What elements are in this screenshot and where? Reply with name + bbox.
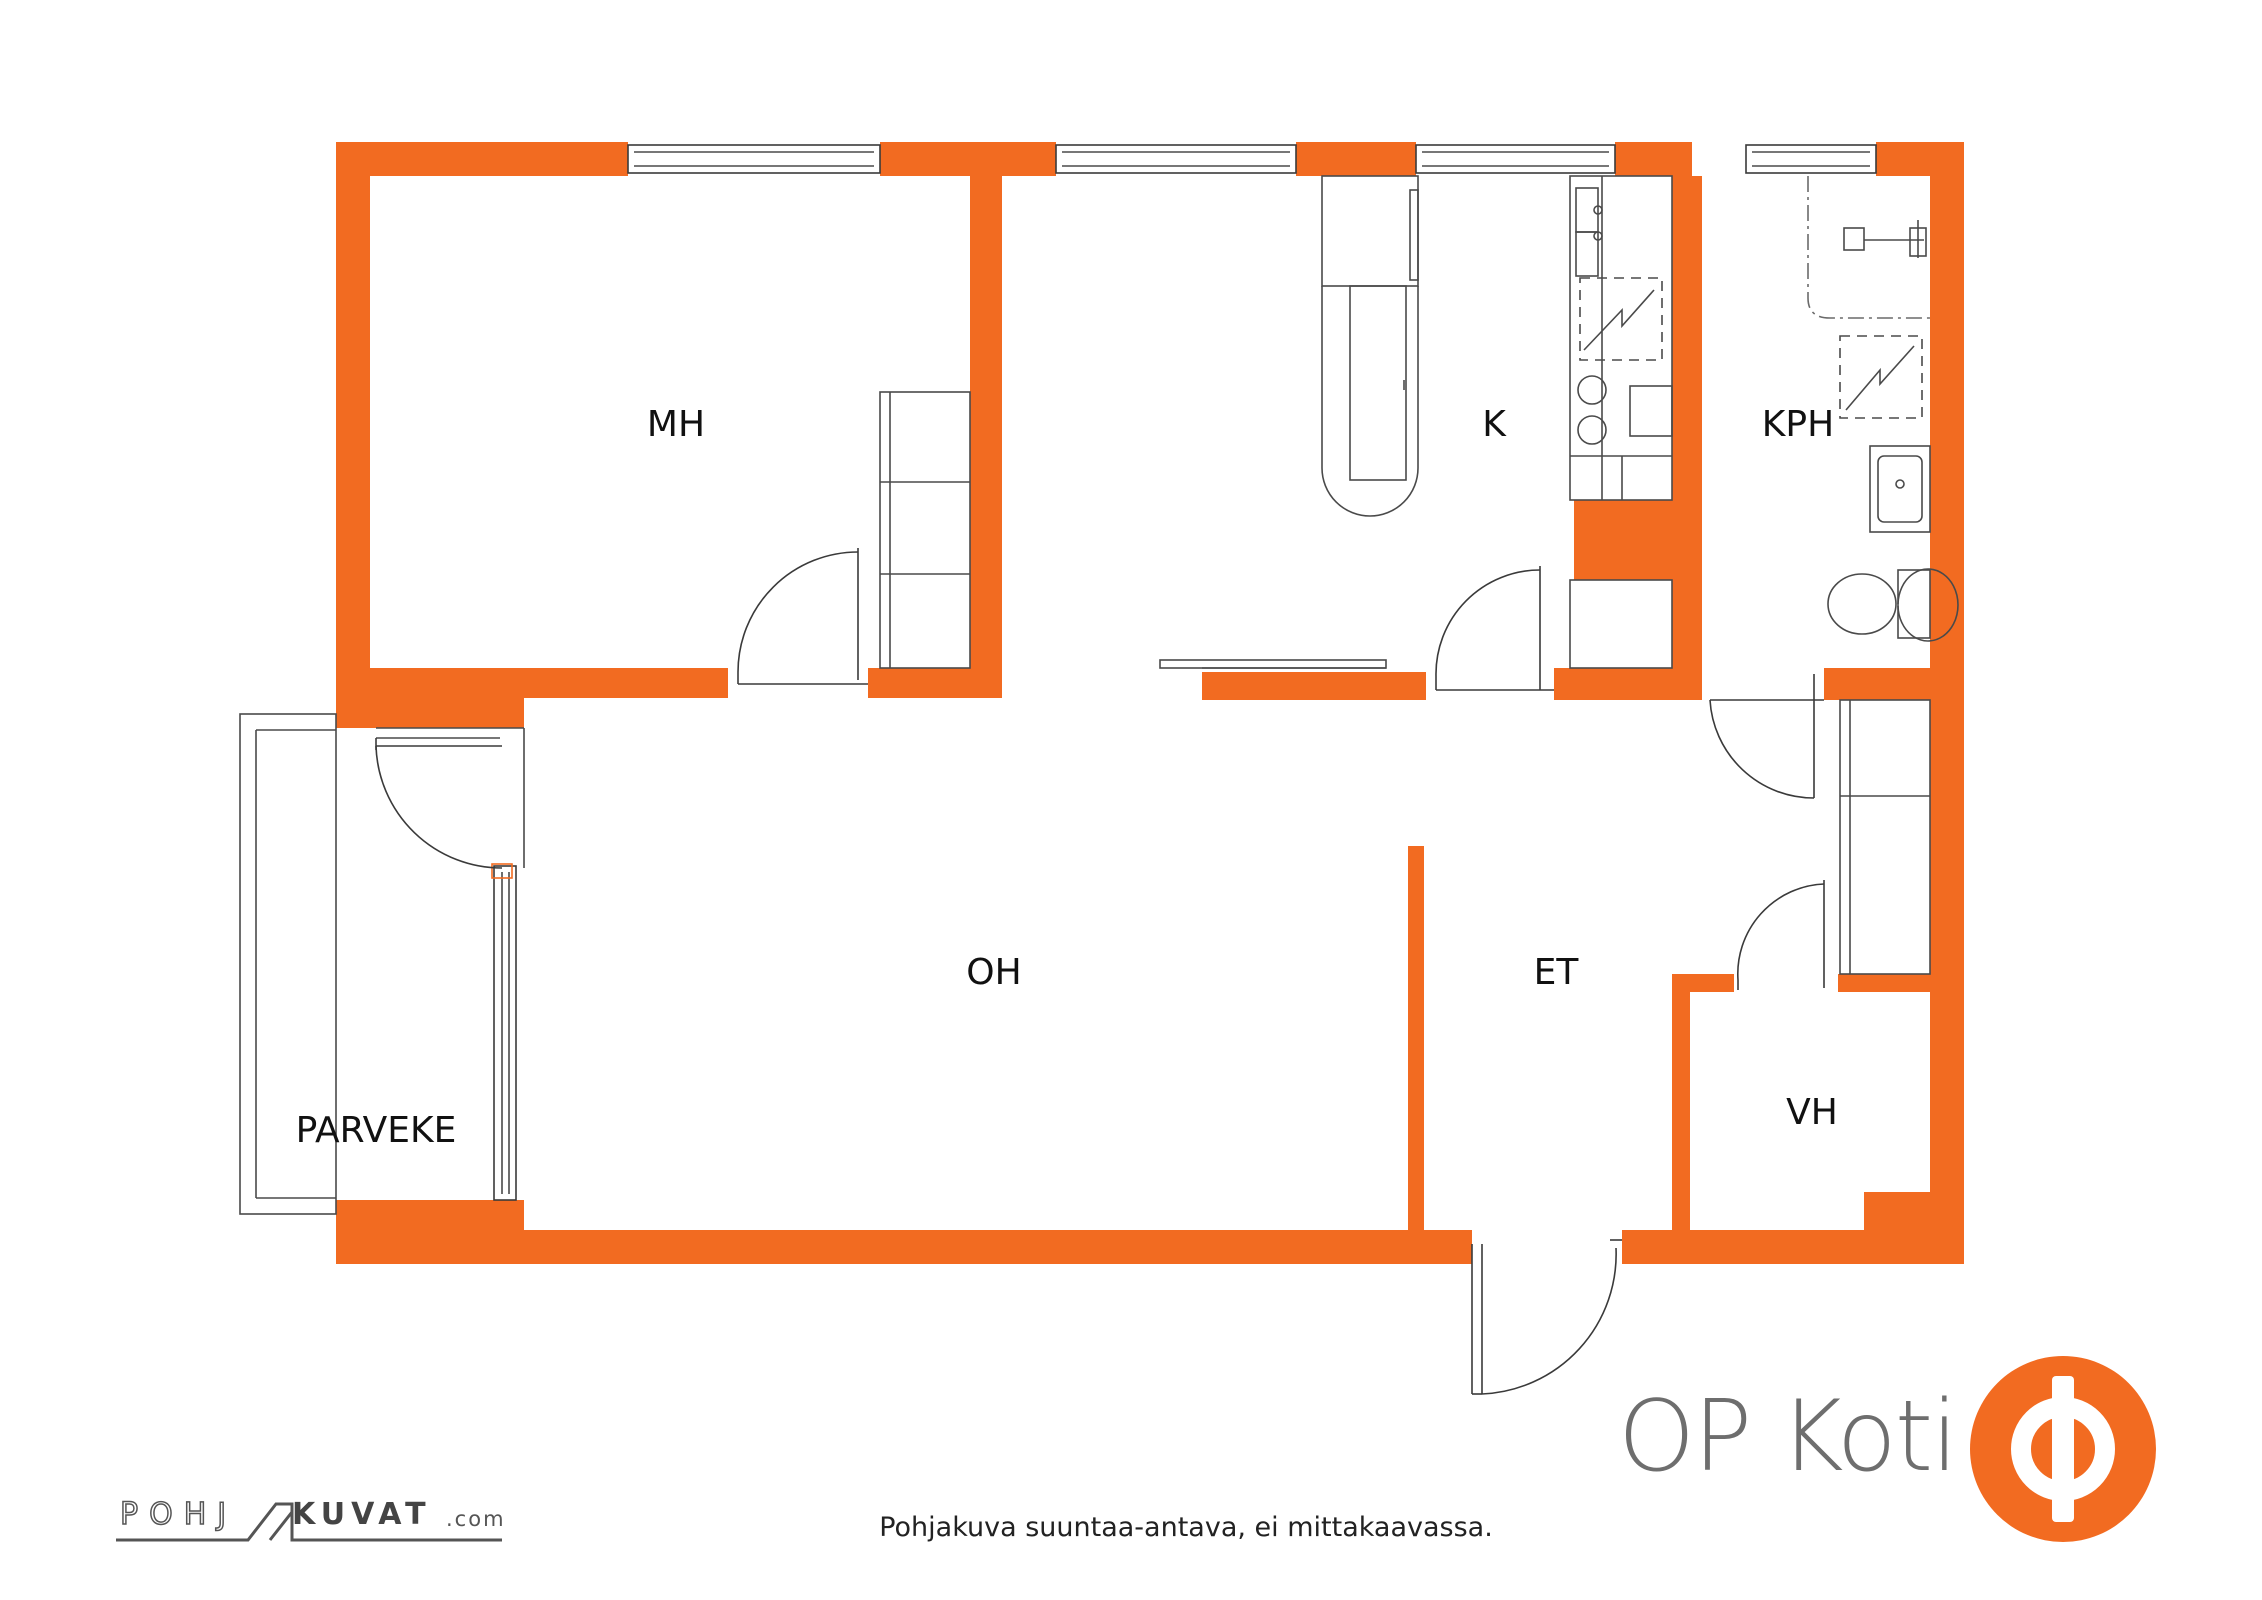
room-label-et: ET — [1534, 952, 1580, 993]
kitchen-fixtures — [1321, 175, 1673, 669]
wall-k-kph — [1672, 176, 1702, 700]
wall-top-2 — [880, 142, 1056, 176]
window-mh — [627, 144, 881, 174]
et-wardrobe — [1839, 699, 1931, 975]
room-label-kph: KPH — [1762, 404, 1834, 445]
room-label-parveke: PARVEKE — [296, 1110, 457, 1151]
door-k — [1435, 569, 1541, 677]
window-balcony-door — [493, 865, 517, 1201]
disclaimer-text: Pohjakuva suuntaa-antava, ei mittakaavas… — [879, 1512, 1493, 1543]
wall-oh-et — [1408, 846, 1424, 1232]
wall-bottom-left-block — [336, 1200, 524, 1264]
wall-top-1 — [336, 142, 628, 176]
door-entrance — [1481, 1247, 1617, 1395]
door-kph — [1709, 699, 1815, 799]
doors — [375, 548, 1825, 1395]
wall-bottom-2 — [1622, 1230, 1964, 1264]
wall-mh-bottom-left — [336, 668, 728, 698]
door-balcony — [375, 745, 503, 869]
door-vh — [1737, 883, 1825, 981]
bathroom-fixtures — [1807, 176, 1959, 642]
door-mh — [737, 551, 859, 673]
credit-left: POHJ — [119, 1496, 238, 1533]
balcony — [239, 713, 525, 1215]
op-logo-icon — [1970, 1356, 2156, 1542]
pohjakuvat-logo-icon — [116, 1502, 502, 1542]
mh-wardrobe — [879, 391, 971, 669]
window-oh — [1055, 144, 1297, 174]
credit-suffix: .com — [446, 1507, 506, 1531]
walls — [336, 142, 1964, 1264]
wall-k-bottom-1 — [1202, 672, 1426, 700]
windows — [491, 144, 1877, 1201]
wall-right — [1930, 142, 1964, 1264]
credit-right: KUVAT — [292, 1497, 432, 1532]
wall-left-mh — [336, 142, 370, 728]
room-label-k: K — [1482, 404, 1507, 445]
wall-bottom-1 — [336, 1230, 1472, 1264]
window-kph — [1745, 144, 1877, 174]
room-label-oh: OH — [966, 952, 1021, 993]
wall-mh-k — [970, 176, 1002, 698]
brand-name: OP Koti — [1618, 1380, 1958, 1494]
room-label-vh: VH — [1786, 1092, 1838, 1133]
kitchen-pillar — [1574, 500, 1672, 580]
window-k — [1415, 144, 1616, 174]
wall-corner-block — [336, 698, 524, 728]
wall-top-3 — [1296, 142, 1416, 176]
room-label-mh: MH — [647, 404, 705, 445]
room-labels: MH K KPH OH ET VH PARVEKE — [296, 404, 1838, 1151]
wall-vh-corner — [1864, 1192, 1934, 1232]
wall-top-4 — [1615, 142, 1692, 176]
wall-vh-left — [1672, 974, 1690, 1234]
wall-vh-top-right — [1838, 974, 1934, 992]
